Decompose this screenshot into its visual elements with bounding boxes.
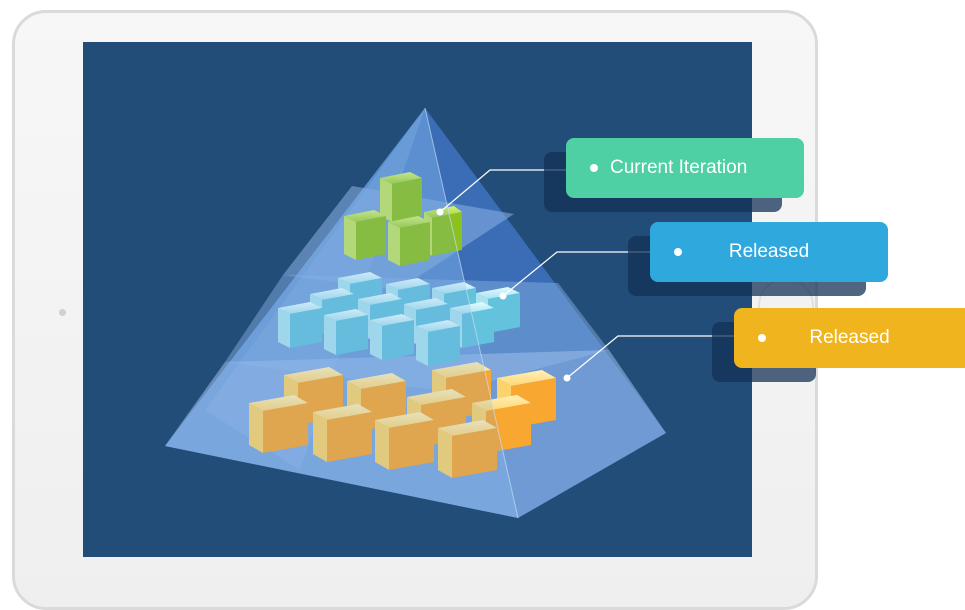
pyramid-glass-overlay: [165, 108, 518, 518]
callout-label: Released: [809, 327, 890, 348]
callout-dot: [674, 248, 682, 256]
released-bottom-blocks: [249, 362, 556, 478]
camera-dot: [59, 309, 66, 316]
callout-dot: [590, 164, 598, 172]
pyramid-edge: [424, 107, 519, 519]
pyramid-diagram: [165, 107, 740, 519]
callout-released-bottom[interactable]: Released: [734, 308, 965, 368]
callout-current-iteration[interactable]: Current Iteration: [566, 138, 804, 198]
leader-dots: [436, 208, 571, 382]
callout-dot: [758, 334, 766, 342]
current-iteration-blocks: [344, 172, 462, 266]
callout-label: Current Iteration: [610, 157, 748, 178]
callout-released-middle[interactable]: Released: [650, 222, 888, 282]
callout-label: Released: [728, 241, 810, 262]
released-middle-blocks: [278, 272, 520, 366]
